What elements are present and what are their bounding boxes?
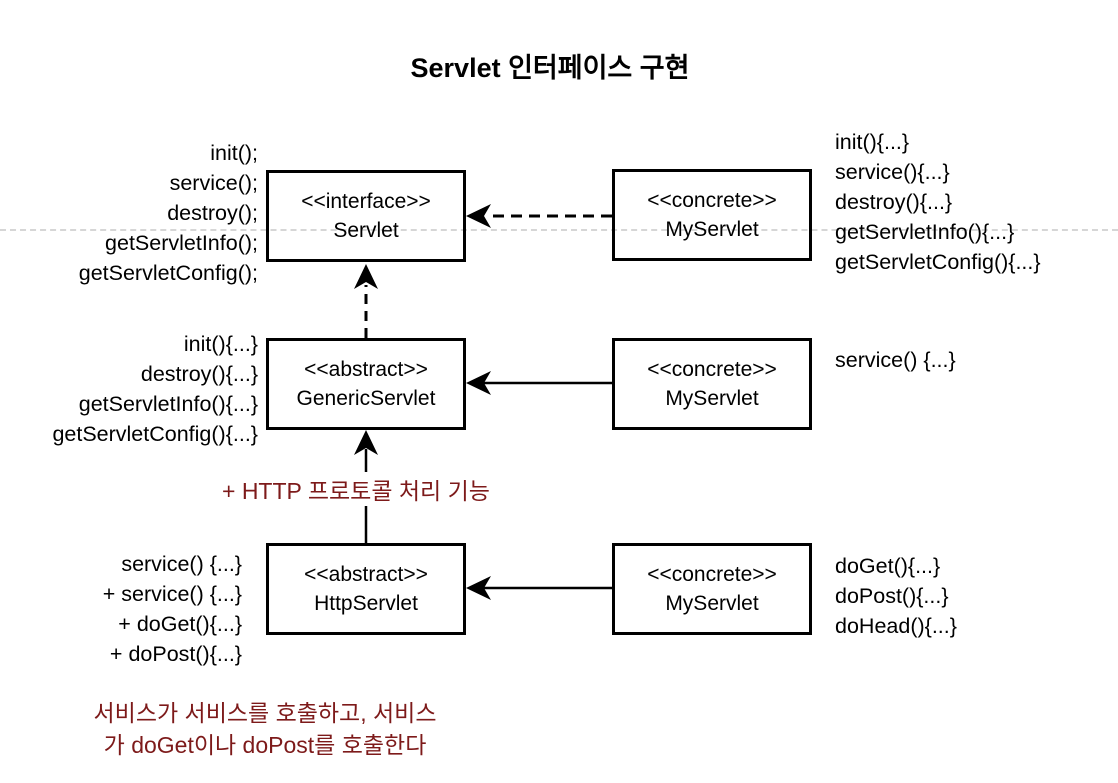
myservlet-middle-methods-list: service() {...} — [835, 345, 956, 375]
dashed-arrow-genericservlet-to-servlet — [354, 264, 378, 338]
stereotype-label: <<abstract>> — [304, 358, 428, 381]
class-name-label: MyServlet — [665, 387, 759, 410]
class-name-label: HttpServlet — [314, 592, 418, 615]
class-box-httpservlet: <<abstract>> HttpServlet — [266, 543, 466, 635]
method-line: doPost(){...} — [835, 584, 949, 608]
http-protocol-feature-note: + HTTP 프로토콜 처리 기능 — [216, 472, 496, 506]
class-box-myservlet-bottom: <<concrete>> MyServlet — [612, 543, 812, 635]
dashed-arrow-myservlet-to-servlet — [466, 204, 612, 228]
method-line: getServletInfo(); — [105, 231, 258, 255]
myservlet-top-methods-list: init(){...} service(){...} destroy(){...… — [835, 127, 1041, 277]
class-box-servlet-interface: <<interface>> Servlet — [266, 170, 466, 262]
solid-arrow-myservlet-to-httpservlet — [466, 576, 612, 600]
method-line: + doPost(){...} — [109, 642, 242, 666]
method-line: getServletInfo(){...} — [78, 392, 258, 416]
class-box-myservlet-middle: <<concrete>> MyServlet — [612, 338, 812, 430]
class-name-label: GenericServlet — [296, 387, 436, 410]
note-line: 가 doGet이나 doPost를 호출한다 — [103, 732, 427, 758]
method-line: doHead(){...} — [835, 614, 957, 638]
method-line: getServletConfig(){...} — [52, 422, 258, 446]
method-line: getServletConfig(); — [78, 261, 258, 285]
class-box-genericservlet: <<abstract>> GenericServlet — [266, 338, 466, 430]
stereotype-label: <<abstract>> — [304, 563, 428, 586]
stereotype-label: <<interface>> — [301, 190, 431, 213]
httpservlet-methods-list: service() {...} + service() {...} + doGe… — [103, 549, 242, 669]
method-line: doGet(){...} — [835, 554, 941, 578]
class-name-label: Servlet — [333, 219, 399, 242]
class-box-myservlet-top: <<concrete>> MyServlet — [612, 169, 812, 261]
class-name-label: MyServlet — [665, 592, 759, 615]
class-name-label: MyServlet — [665, 218, 759, 241]
method-line: destroy(){...} — [140, 362, 258, 386]
page-break-guide-line — [0, 229, 1118, 231]
service-call-note: 서비스가 서비스를 호출하고, 서비스 가 doGet이나 doPost를 호출… — [50, 697, 480, 761]
note-line: 서비스가 서비스를 호출하고, 서비스 — [93, 700, 437, 726]
method-line: getServletConfig(){...} — [835, 250, 1041, 274]
method-line: init(){...} — [835, 130, 910, 154]
method-line: getServletInfo(){...} — [835, 220, 1015, 244]
method-line: + service() {...} — [102, 582, 242, 606]
myservlet-bottom-methods-list: doGet(){...} doPost(){...} doHead(){...} — [835, 551, 957, 641]
method-line: service() {...} — [835, 348, 956, 372]
stereotype-label: <<concrete>> — [647, 563, 777, 586]
method-line: service(){...} — [835, 160, 950, 184]
servlet-interface-methods-list: init(); service(); destroy(); getServlet… — [79, 138, 258, 288]
stereotype-label: <<concrete>> — [647, 358, 777, 381]
method-line: destroy(); — [167, 201, 258, 225]
method-line: service() {...} — [121, 552, 242, 576]
method-line: init(); — [210, 141, 258, 165]
method-line: service(); — [169, 171, 258, 195]
stereotype-label: <<concrete>> — [647, 189, 777, 212]
method-line: destroy(){...} — [835, 190, 953, 214]
method-line: init(){...} — [183, 332, 258, 356]
solid-arrow-myservlet-to-genericservlet — [466, 371, 612, 395]
method-line: + doGet(){...} — [118, 612, 242, 636]
diagram-title: Servlet 인터페이스 구현 — [410, 53, 690, 83]
genericservlet-methods-list: init(){...} destroy(){...} getServletInf… — [52, 329, 258, 449]
